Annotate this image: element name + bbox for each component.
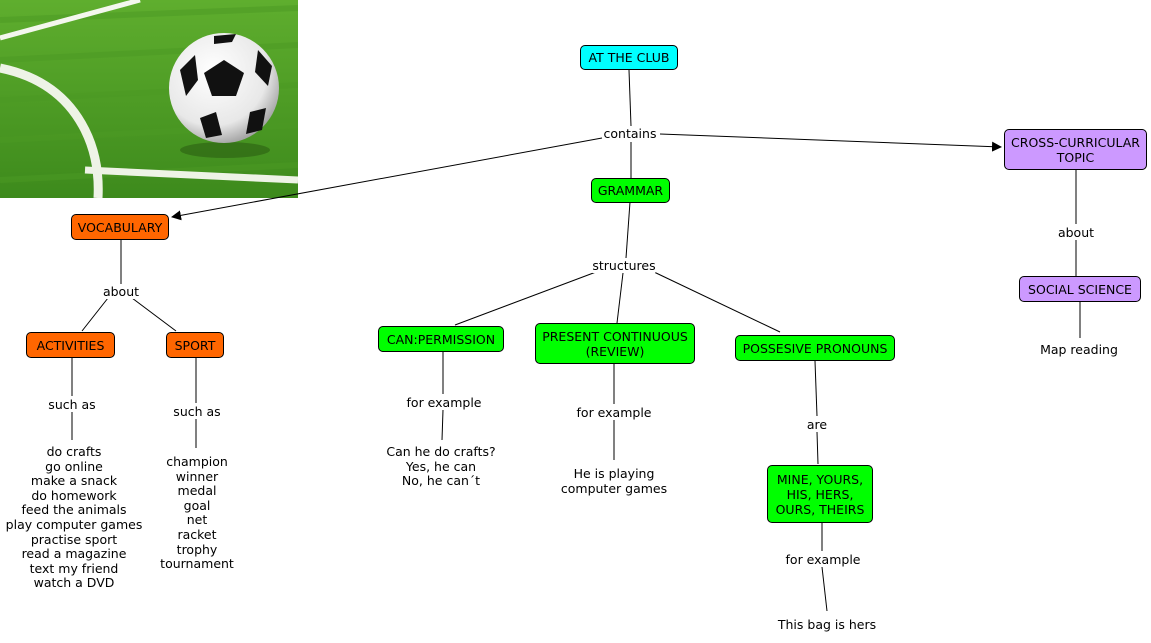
node-at-the-club[interactable]: AT THE CLUB — [580, 45, 678, 70]
list-item: go online — [45, 458, 103, 474]
list-item: Can he do crafts? — [386, 444, 496, 459]
list-item: winner — [175, 468, 219, 484]
can-examples: Can he do crafts? Yes, he can No, he can… — [386, 444, 496, 489]
list-item: He is playing — [573, 466, 655, 481]
list-item: This bag is hers — [777, 617, 877, 632]
list-item: tournament — [160, 556, 234, 572]
sport-examples: champion winner medal goal net racket tr… — [160, 454, 234, 572]
node-present-continuous[interactable]: PRESENT CONTINUOUS (REVIEW) — [535, 323, 695, 364]
present-examples: He is playing computer games — [560, 466, 668, 496]
activities-examples: do crafts go online make a snack do home… — [5, 444, 143, 591]
node-activities[interactable]: ACTIVITIES — [26, 332, 115, 358]
node-pronouns-list[interactable]: MINE, YOURS, HIS, HERS, OURS, THEIRS — [767, 465, 873, 523]
list-item: read a magazine — [21, 546, 127, 562]
list-item: do crafts — [46, 444, 102, 459]
node-can-permission[interactable]: CAN:PERMISSION — [378, 326, 504, 352]
node-sport[interactable]: SPORT — [166, 332, 224, 358]
pronoun-example: This bag is hers — [777, 617, 877, 633]
link-about-vocabulary: about — [102, 284, 140, 299]
list-item: make a snack — [30, 473, 118, 489]
list-item: champion — [166, 454, 228, 469]
list-item: play computer games — [5, 516, 143, 532]
node-cross-curricular[interactable]: CROSS-CURRICULAR TOPIC — [1004, 129, 1147, 170]
link-for-example-pronouns: for example — [785, 552, 861, 567]
node-vocabulary[interactable]: VOCABULARY — [71, 214, 169, 240]
list-item: Yes, he can — [405, 458, 477, 474]
node-social-science[interactable]: SOCIAL SCIENCE — [1019, 276, 1141, 302]
list-item: goal — [183, 497, 211, 513]
link-structures: structures — [592, 258, 656, 273]
list-item: net — [186, 512, 208, 528]
link-are: are — [806, 417, 828, 432]
link-such-as-activities: such as — [48, 397, 96, 412]
list-item: medal — [177, 483, 217, 499]
list-item: practise sport — [30, 531, 118, 547]
list-item: trophy — [176, 541, 218, 557]
node-possesive-pronouns[interactable]: POSSESIVE PRONOUNS — [735, 335, 895, 361]
list-item: No, he can´t — [401, 473, 481, 489]
football-photo — [0, 0, 298, 198]
list-item: watch a DVD — [33, 575, 115, 591]
link-for-example-can: for example — [406, 395, 482, 410]
list-item: racket — [177, 526, 217, 542]
list-item: do homework — [31, 487, 117, 503]
social-example: Map reading — [1040, 342, 1118, 358]
list-item: text my friend — [29, 560, 119, 576]
list-item: feed the animals — [21, 502, 127, 518]
list-item: computer games — [560, 480, 668, 496]
node-grammar[interactable]: GRAMMAR — [591, 178, 670, 203]
link-such-as-sport: such as — [173, 404, 221, 419]
list-item: Map reading — [1040, 342, 1118, 357]
link-contains: contains — [603, 126, 657, 141]
link-about-cross-curricular: about — [1057, 225, 1095, 240]
link-for-example-present: for example — [576, 405, 652, 420]
